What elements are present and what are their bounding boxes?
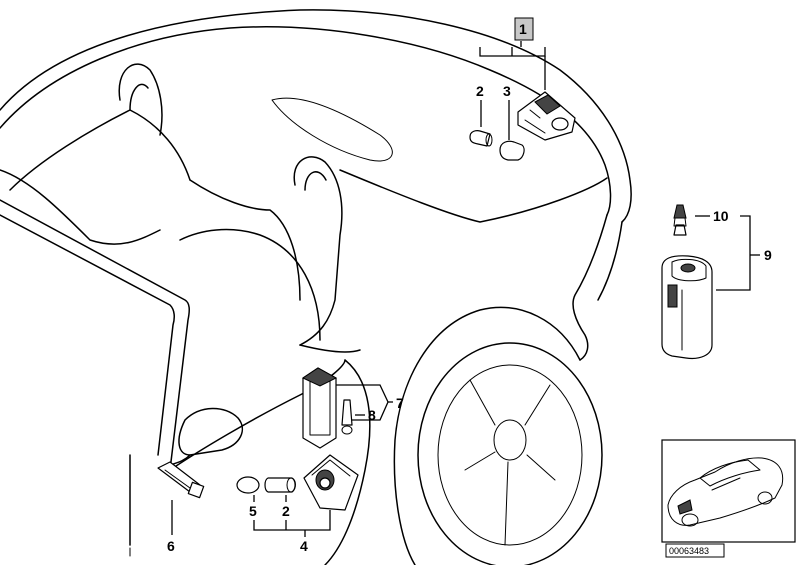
callout-10: 10 [713,208,729,224]
bulb-interior [341,399,353,435]
callout-1: 1 [519,21,527,37]
callout-3: 3 [503,83,511,99]
callout-2-bottom: 2 [282,503,290,519]
remote-control-unit [661,255,713,360]
bulb-round-bottom [236,476,260,494]
reference-number: 00063483 [669,546,709,556]
reference-number-box [665,543,725,558]
leaders-group-9 [695,215,760,291]
callout-6: 6 [167,538,175,554]
leaders-group-7 [336,384,393,421]
leaders-group-4 [253,495,331,537]
callout-8: 8 [368,407,376,423]
switch-part [157,461,205,499]
leaders-group-1 [479,41,546,140]
car-thumbnail-icon [661,439,796,543]
car-rear-outline-icon [0,9,632,565]
bulb-festoon-top [469,130,493,147]
sensor-small-part [673,204,687,236]
callout-4: 4 [300,538,308,554]
callout-2-top: 2 [476,83,484,99]
callout-1-highlight [514,17,534,41]
light-housing-bottom [303,454,359,511]
bulb-festoon-bottom [264,477,296,493]
bulb-wedge-top [499,140,525,161]
callout-9: 9 [764,247,772,263]
license-plate-light-assembly [517,91,576,141]
interior-lamp [301,367,338,449]
callout-5: 5 [249,503,257,519]
callout-7: 7 [396,395,404,411]
